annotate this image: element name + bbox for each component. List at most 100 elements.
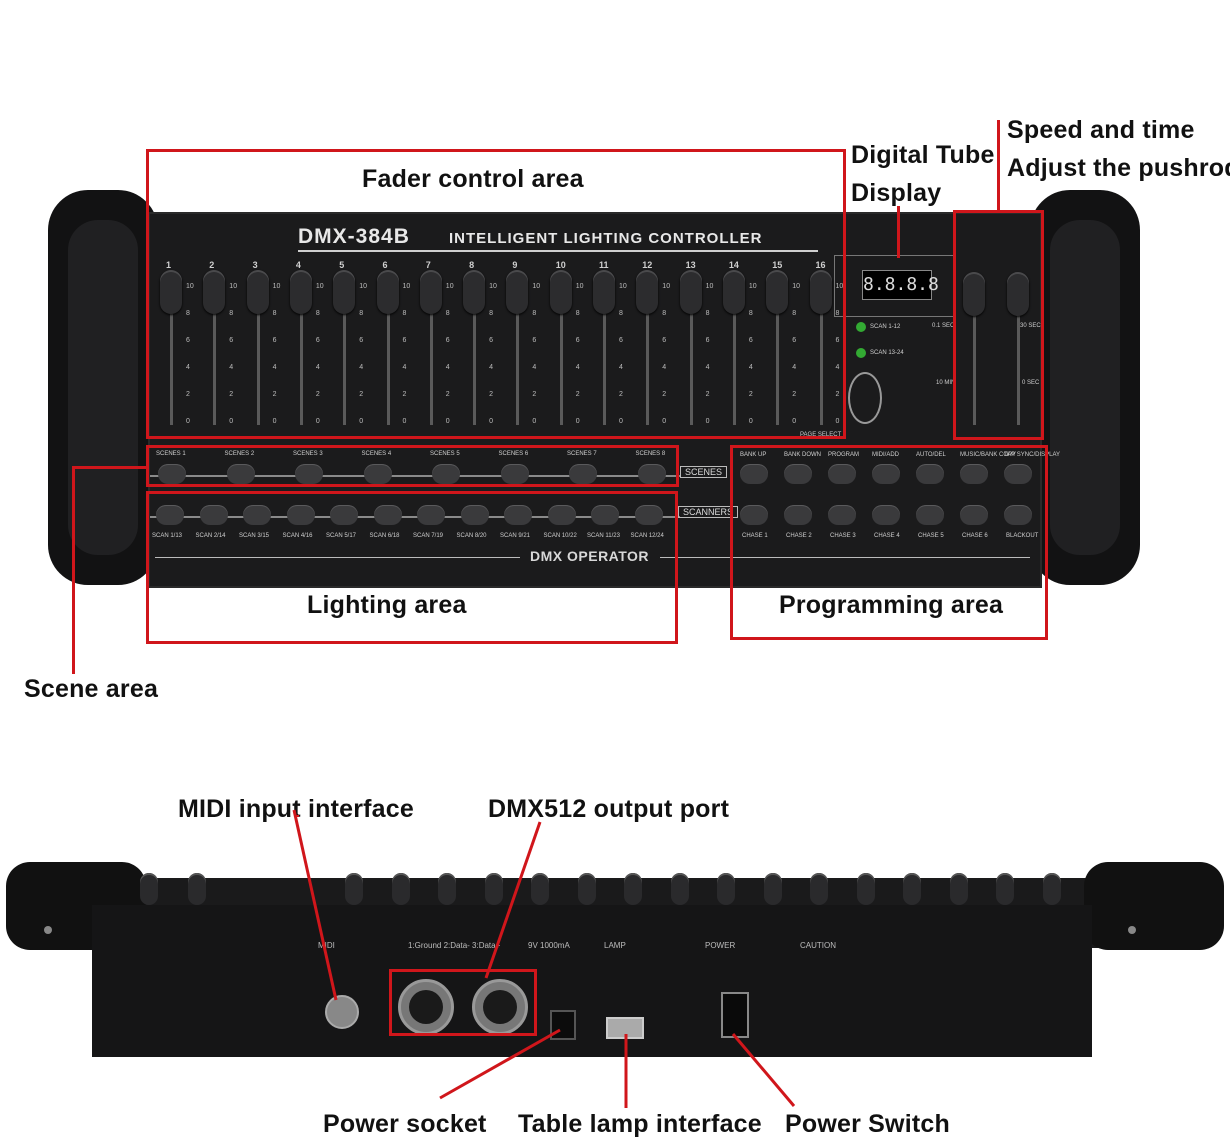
model-name: DMX-384B xyxy=(298,225,410,248)
scan-button[interactable] xyxy=(634,505,663,525)
speed-time-box xyxy=(953,210,1044,440)
scan-button[interactable] xyxy=(373,505,402,525)
fader-tick: 8 xyxy=(186,310,190,317)
fader-tick: 0 xyxy=(792,418,797,425)
fader-tick: 6 xyxy=(272,337,277,344)
fader-number: 1 xyxy=(166,260,172,270)
dmx-input-xlr[interactable] xyxy=(398,979,454,1035)
scan-button[interactable] xyxy=(417,505,445,525)
scan-button[interactable] xyxy=(547,505,576,525)
operator-line-left xyxy=(155,557,520,558)
program-bottom-button[interactable] xyxy=(872,505,900,525)
program-bottom-button[interactable] xyxy=(740,505,768,525)
table-lamp-port[interactable] xyxy=(606,1017,644,1039)
fade-fader-knob[interactable] xyxy=(1007,272,1029,316)
scene-button[interactable] xyxy=(295,464,323,484)
fader-tick: 10 xyxy=(792,283,800,290)
fader-track xyxy=(299,285,303,425)
scan-button[interactable] xyxy=(591,505,619,525)
power-socket[interactable] xyxy=(550,1010,576,1040)
fader-tick: 4 xyxy=(532,364,537,371)
fader-knob[interactable] xyxy=(289,270,312,314)
program-top-button[interactable] xyxy=(828,464,856,484)
fader-tick: 0 xyxy=(662,418,667,425)
fader-tick: 10 xyxy=(402,283,411,290)
fader-tick: 0 xyxy=(619,418,623,425)
midi-port[interactable] xyxy=(325,995,359,1029)
fade-label-top: 30 SEC xyxy=(1020,323,1041,329)
fader-tick: 6 xyxy=(532,337,537,344)
scene-button[interactable] xyxy=(500,464,529,484)
scene-button[interactable] xyxy=(637,464,666,484)
speed-fader-knob[interactable] xyxy=(963,272,985,316)
program-top-button[interactable] xyxy=(1004,464,1032,484)
fader-knob[interactable] xyxy=(419,270,442,314)
dmx-output-xlr[interactable] xyxy=(472,979,528,1035)
fader-tick: 4 xyxy=(748,364,753,371)
rear-fader-knob xyxy=(1042,873,1061,905)
power-switch[interactable] xyxy=(721,992,749,1038)
program-bottom-button[interactable] xyxy=(784,505,812,525)
rear-fader-knob xyxy=(670,873,689,905)
operator-line-right xyxy=(660,557,1030,558)
program-bottom-label: CHASE 3 xyxy=(830,533,856,539)
program-top-label: AUTO/DEL xyxy=(916,452,946,458)
scan-label: SCAN 2/14 xyxy=(195,533,226,539)
program-bottom-button[interactable] xyxy=(916,505,944,525)
joystick[interactable] xyxy=(848,372,882,424)
fader-tick: 0 xyxy=(272,418,277,425)
fader-tick: 4 xyxy=(315,364,320,371)
program-top-button[interactable] xyxy=(960,464,988,484)
fader-number: 9 xyxy=(512,260,518,270)
fader-tick: 0 xyxy=(705,418,710,425)
program-bottom-button[interactable] xyxy=(828,505,856,525)
fader-knob[interactable] xyxy=(333,270,356,314)
fader-knob[interactable] xyxy=(679,270,702,314)
scan-button[interactable] xyxy=(460,505,489,525)
fader-knob[interactable] xyxy=(549,270,572,314)
fader-knob[interactable] xyxy=(160,270,182,314)
scene-button[interactable] xyxy=(158,464,186,484)
program-bottom-button[interactable] xyxy=(1004,505,1032,525)
fader-tick: 10 xyxy=(445,283,454,290)
scan-button[interactable] xyxy=(156,505,184,525)
program-top-button[interactable] xyxy=(872,464,900,484)
scan-button[interactable] xyxy=(243,505,271,525)
rear-fader-knob xyxy=(624,873,642,905)
scan-select-1[interactable] xyxy=(856,322,866,332)
fader-knob[interactable] xyxy=(722,270,745,314)
program-bottom-button[interactable] xyxy=(960,505,988,525)
program-top-button[interactable] xyxy=(784,464,812,484)
fader-knob[interactable] xyxy=(376,270,399,314)
scan-button[interactable] xyxy=(199,505,228,525)
scan-button[interactable] xyxy=(286,505,315,525)
fader-tick: 10 xyxy=(272,283,281,290)
fader-tick: 8 xyxy=(705,310,710,317)
fader-knob[interactable] xyxy=(809,270,832,314)
program-top-button[interactable] xyxy=(916,464,944,484)
fader-tick: 8 xyxy=(619,310,623,317)
fader-knob[interactable] xyxy=(506,270,529,314)
fader-knob[interactable] xyxy=(463,270,486,314)
scene-button[interactable] xyxy=(226,464,255,484)
fader-knob[interactable] xyxy=(766,270,789,314)
scene-button[interactable] xyxy=(432,464,460,484)
fader-number: 3 xyxy=(252,260,258,270)
scan-button[interactable] xyxy=(504,505,532,525)
scan-button[interactable] xyxy=(330,505,358,525)
fader-knob[interactable] xyxy=(203,270,226,314)
program-top-button[interactable] xyxy=(740,464,768,484)
scene-button[interactable] xyxy=(569,464,597,484)
scene-area-box xyxy=(146,445,679,487)
fader-tick: 8 xyxy=(835,310,840,317)
fader-knob[interactable] xyxy=(246,270,269,314)
fader-tick: 8 xyxy=(402,310,407,317)
scan-select-2[interactable] xyxy=(856,348,866,358)
fader-knob[interactable] xyxy=(593,270,615,314)
fader-tick: 10 xyxy=(748,283,757,290)
scene-button[interactable] xyxy=(363,464,392,484)
program-bottom-label: CHASE 4 xyxy=(874,533,900,539)
fader-tick: 10 xyxy=(575,283,584,290)
fader-knob[interactable] xyxy=(636,270,659,314)
fader-tick: 10 xyxy=(359,283,367,290)
